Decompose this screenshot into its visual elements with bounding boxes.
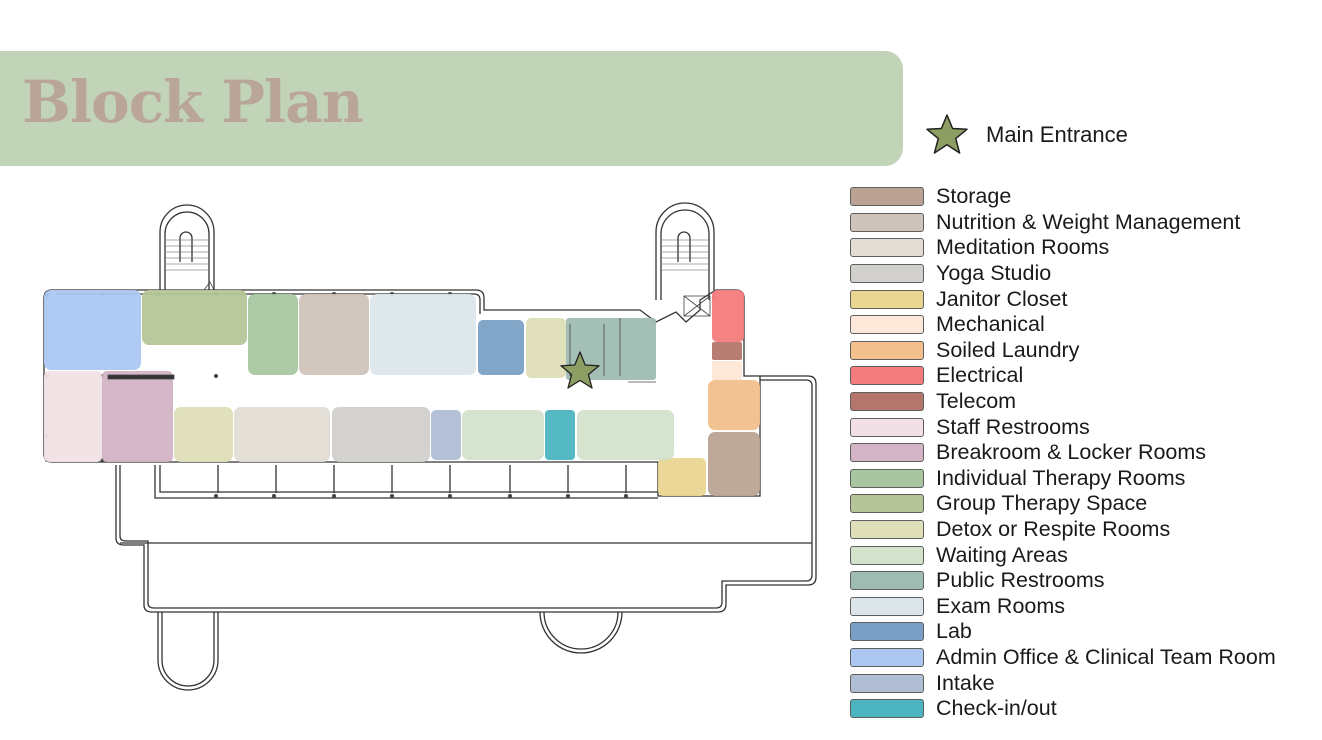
room-yoga-studio bbox=[332, 407, 430, 462]
floor-plan bbox=[43, 202, 817, 691]
legend-swatch bbox=[850, 212, 924, 232]
room-electrical bbox=[712, 290, 744, 342]
legend-swatch bbox=[850, 392, 924, 412]
room-waiting-west bbox=[462, 410, 544, 460]
legend-item-checkin: Check-in/out bbox=[850, 696, 1276, 722]
legend-label: Breakroom & Locker Rooms bbox=[936, 440, 1207, 465]
legend-swatch bbox=[850, 494, 924, 514]
main-entrance-legend: Main Entrance bbox=[922, 113, 1128, 157]
legend-label: Group Therapy Space bbox=[936, 491, 1148, 516]
legend-swatch bbox=[850, 699, 924, 719]
legend-swatch bbox=[850, 545, 924, 565]
legend-item-electrical: Electrical bbox=[850, 363, 1276, 389]
room-group-therapy bbox=[142, 290, 247, 345]
room-soiled-laundry bbox=[708, 380, 760, 430]
legend-item-soiled: Soiled Laundry bbox=[850, 338, 1276, 364]
room-check-in-out bbox=[545, 410, 575, 460]
room-intake bbox=[431, 410, 461, 460]
legend-label: Staff Restrooms bbox=[936, 414, 1090, 439]
room-detox bbox=[174, 407, 233, 462]
legend-label: Electrical bbox=[936, 363, 1024, 388]
room-exam bbox=[370, 294, 476, 375]
legend-label: Public Restrooms bbox=[936, 568, 1105, 593]
legend-swatch bbox=[850, 622, 924, 642]
legend-item-public-rr: Public Restrooms bbox=[850, 568, 1276, 594]
room-breakroom bbox=[102, 371, 173, 462]
legend-swatch bbox=[850, 315, 924, 335]
rooms bbox=[44, 290, 760, 496]
legend-swatch bbox=[850, 443, 924, 463]
plan-details bbox=[107, 281, 711, 383]
legend-item-waiting: Waiting Areas bbox=[850, 542, 1276, 568]
legend-label: Individual Therapy Rooms bbox=[936, 465, 1186, 490]
room-janitor-closet bbox=[658, 458, 706, 496]
legend-swatch bbox=[850, 366, 924, 386]
legend-item-yoga: Yoga Studio bbox=[850, 261, 1276, 287]
legend-item-staff-rr: Staff Restrooms bbox=[850, 414, 1276, 440]
legend-swatch bbox=[850, 238, 924, 258]
legend-swatch bbox=[850, 596, 924, 616]
room-mechanical bbox=[712, 361, 742, 380]
legend-item-janitor: Janitor Closet bbox=[850, 286, 1276, 312]
legend-label: Intake bbox=[936, 670, 995, 695]
legend-item-exam: Exam Rooms bbox=[850, 594, 1276, 620]
legend-label: Nutrition & Weight Management bbox=[936, 209, 1241, 234]
legend-swatch bbox=[850, 673, 924, 693]
legend-item-nutrition: Nutrition & Weight Management bbox=[850, 210, 1276, 236]
page-title: Block Plan bbox=[22, 68, 364, 136]
building-outline bbox=[43, 202, 817, 691]
legend-item-breakroom: Breakroom & Locker Rooms bbox=[850, 440, 1276, 466]
legend-swatch bbox=[850, 187, 924, 207]
legend-item-telecom: Telecom bbox=[850, 389, 1276, 415]
legend-item-mechanical: Mechanical bbox=[850, 312, 1276, 338]
legend-label: Yoga Studio bbox=[936, 261, 1052, 286]
room-meditation bbox=[234, 407, 330, 462]
legend-label: Soiled Laundry bbox=[936, 337, 1080, 362]
legend-swatch bbox=[850, 289, 924, 309]
legend-label: Telecom bbox=[936, 389, 1017, 414]
legend-label: Janitor Closet bbox=[936, 286, 1068, 311]
legend-swatch bbox=[850, 417, 924, 437]
legend-item-individual: Individual Therapy Rooms bbox=[850, 466, 1276, 492]
legend-swatch bbox=[850, 468, 924, 488]
legend-item-detox: Detox or Respite Rooms bbox=[850, 517, 1276, 543]
main-entrance-star bbox=[560, 351, 600, 389]
legend-item-intake: Intake bbox=[850, 670, 1276, 696]
room-nutrition bbox=[299, 294, 369, 375]
legend-label: Mechanical bbox=[936, 312, 1045, 337]
star-icon bbox=[926, 114, 968, 154]
legend-item-meditation: Meditation Rooms bbox=[850, 235, 1276, 261]
room-lab bbox=[478, 320, 524, 375]
room-waiting-east bbox=[577, 410, 674, 460]
legend-swatch bbox=[850, 571, 924, 591]
room-detox-small bbox=[526, 318, 566, 378]
legend-label: Admin Office & Clinical Team Room bbox=[936, 644, 1276, 669]
legend-swatch bbox=[850, 647, 924, 667]
room-telecom bbox=[712, 342, 742, 360]
legend-swatch bbox=[850, 520, 924, 540]
legend-label: Storage bbox=[936, 184, 1012, 209]
legend-swatch bbox=[850, 340, 924, 360]
legend-label: Waiting Areas bbox=[936, 542, 1068, 567]
room-individual-therapy bbox=[248, 294, 298, 375]
legend-item-group: Group Therapy Space bbox=[850, 491, 1276, 517]
room-public-restrooms bbox=[566, 318, 656, 380]
legend-label: Lab bbox=[936, 619, 972, 644]
legend-label: Detox or Respite Rooms bbox=[936, 517, 1171, 542]
legend-item-admin: Admin Office & Clinical Team Room bbox=[850, 645, 1276, 671]
room-admin-office bbox=[44, 290, 141, 370]
legend-item-lab: Lab bbox=[850, 619, 1276, 645]
legend-label: Meditation Rooms bbox=[936, 235, 1110, 260]
legend-item-storage: Storage bbox=[850, 184, 1276, 210]
legend-label: Exam Rooms bbox=[936, 593, 1066, 618]
room-storage bbox=[708, 432, 760, 496]
stair-treads bbox=[166, 239, 708, 271]
title-banner: Block Plan bbox=[0, 51, 903, 166]
room-staff-restrooms bbox=[44, 371, 102, 462]
legend-swatch bbox=[850, 264, 924, 284]
legend-label: Check-in/out bbox=[936, 696, 1057, 721]
main-entrance-label: Main Entrance bbox=[986, 122, 1128, 147]
